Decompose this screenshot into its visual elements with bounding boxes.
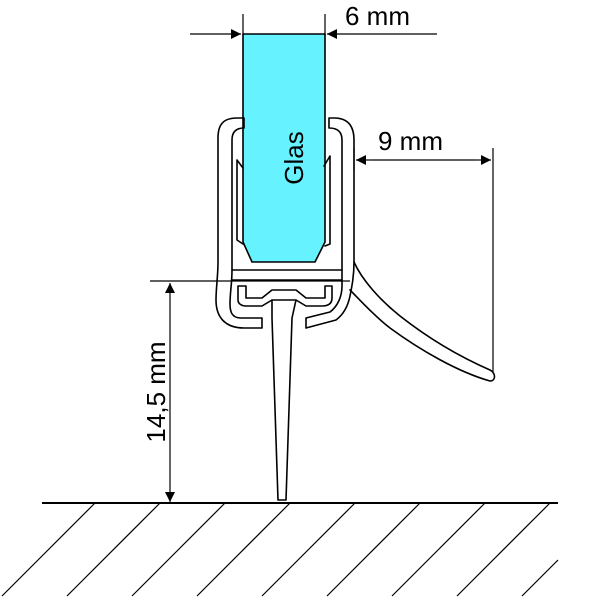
lip-width-label: 9 mm — [378, 126, 443, 156]
seal-chamber-inner — [237, 285, 333, 307]
glass-label: Glas — [279, 131, 309, 184]
height-dimension — [150, 280, 350, 502]
glass-thickness-label: 6 mm — [345, 1, 410, 31]
seal-outer-profile-right — [305, 117, 355, 329]
side-drip-lip — [349, 261, 496, 382]
seal-inner-lips-left — [236, 159, 244, 245]
height-label: 14,5 mm — [141, 341, 171, 442]
seal-outer-profile — [215, 117, 263, 329]
seal-bottom-chamber — [231, 269, 343, 281]
seal-inner-lips-right — [323, 155, 331, 247]
glass-thickness-dimension — [190, 14, 437, 39]
floor-hatching — [1, 502, 559, 597]
lip-width-dimension — [353, 148, 494, 372]
bottom-fin — [271, 299, 297, 501]
